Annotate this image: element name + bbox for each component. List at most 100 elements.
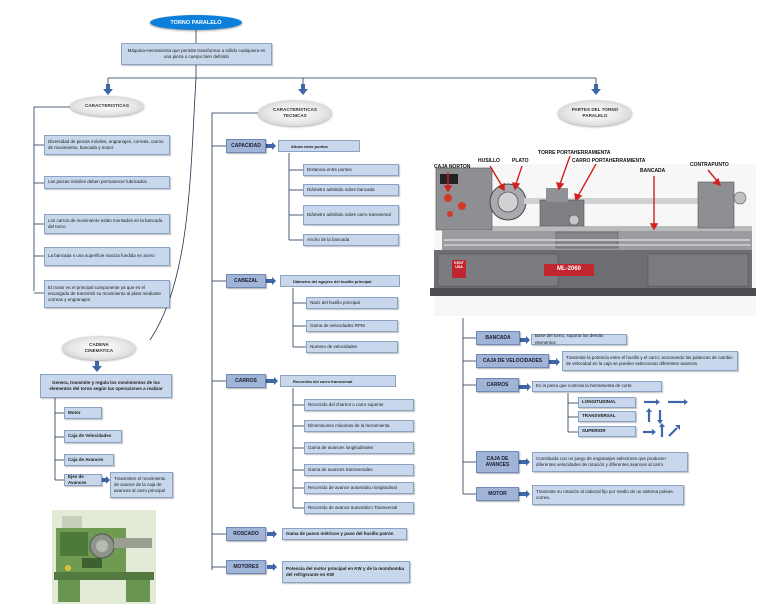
caracteristica-item-5: El motor es el principal componente ya q… <box>44 280 170 308</box>
label-capacidad-text: CAPACIDAD <box>231 143 261 149</box>
label-roscado: ROSCADO <box>226 527 266 541</box>
img-label-plato: PLATO <box>512 158 529 164</box>
cadena-item-text-4: Ejes de Avances <box>68 473 87 485</box>
header-motores-text: Potencia del motor principal en KW y de … <box>286 565 405 577</box>
cadena-title: CADENA CINEMATICA <box>84 342 114 353</box>
parte-label-bancada: BANCADA <box>476 331 520 345</box>
carros-item-6: Recorrido de avance automático Transvers… <box>304 502 414 514</box>
carros-sub-longitudinal-text: LONGITUDINAL <box>582 399 616 405</box>
title-text: TORNO PARALELO <box>170 19 222 26</box>
carros-sub-transversal: TRANSVERSAL <box>578 411 636 422</box>
parte-label-caja-avances: CAJA DE AVANCES <box>476 451 519 473</box>
img-label-bancada: BANCADA <box>640 168 666 174</box>
label-motores-text: MOTORES <box>233 564 259 570</box>
capacidad-item-text-1: Distancia entre puntos <box>307 166 352 172</box>
parte-label-bancada-text: BANCADA <box>485 335 511 341</box>
label-cabezal: CABEZAL <box>226 274 266 288</box>
carros-item-text-4: Gama de avances transversales <box>308 466 373 472</box>
lathe-drawing <box>430 155 756 316</box>
parte-label-motor-text: MOTOR <box>488 491 507 497</box>
cadena-item-text-1: Motor <box>68 409 81 415</box>
cabezal-item-text-1: Nariz del husillo principal <box>310 299 360 305</box>
parte-desc-caja-velocidades: Transmite la potencia entre el husillo y… <box>562 351 738 371</box>
parte-desc-motor-text: Transmite su rotación al cabezal fijo po… <box>536 488 675 500</box>
capacidad-item-3: Diámetro admitido sobre carro transversa… <box>303 205 399 225</box>
tecnicas-oval: CARACTERISTICAS TECNICAS <box>258 100 332 126</box>
parte-desc-caja-velocidades-text: Transmite la potencia entre el husillo y… <box>566 354 733 366</box>
cadena-item-text-2: Caja de Velocidades <box>68 433 112 439</box>
machine-model: ML-2060 <box>556 266 581 272</box>
label-carros: CARROS <box>226 374 266 388</box>
label-cabezal-text: CABEZAL <box>234 278 258 284</box>
lathe-small-drawing <box>52 510 156 604</box>
parte-desc-caja-avances: Constituida con un juego de engranajes s… <box>532 452 688 472</box>
carros-item-text-6: Recorrido de avance automático Transvers… <box>308 504 398 510</box>
caracteristica-text-4: La bancada s una superficie maciza fundi… <box>48 253 155 259</box>
ejes-avances-note-text: Transmiten el movimiento de avance de la… <box>114 475 166 494</box>
cabezal-item-text-3: Numero de velocidades <box>310 343 358 349</box>
img-label-carro-portaherramienta: CARRO PORTAHERRAMIENTA <box>572 158 646 164</box>
cadena-description-text: Genera, transmite y regula los movimient… <box>49 379 163 391</box>
caracteristica-text-1: Diversidad de piezas móviles, engranajes… <box>48 138 164 150</box>
parte-label-carros: CARROS <box>476 378 519 392</box>
caracteristica-item-1: Diversidad de piezas móviles, engranajes… <box>44 135 170 155</box>
header-cabezal: Diámetro del agujero del husillo princip… <box>280 275 400 287</box>
label-roscado-text: ROSCADO <box>233 531 259 537</box>
capacidad-item-1: Distancia entre puntos <box>303 164 399 176</box>
header-cabezal-text: Diámetro del agujero del husillo princip… <box>293 278 372 284</box>
caracteristica-item-4: La bancada s una superficie maciza fundi… <box>44 247 170 266</box>
label-carros-text: CARROS <box>235 378 257 384</box>
definition-box: Máquina-Herramienta que permite transfor… <box>121 43 272 65</box>
lathe-illustration: CAJA NORTON HUSILLO PLATO TORRE PORTAHER… <box>428 142 760 318</box>
capacidad-item-text-4: Ancho de la bancada <box>307 236 350 242</box>
definition-text: Máquina-Herramienta que permite transfor… <box>127 47 266 59</box>
parte-desc-bancada: Base del torno, soporta los demás elemen… <box>531 333 627 345</box>
carros-sub-longitudinal: LONGITUDINAL <box>578 397 636 408</box>
parte-desc-motor: Transmite su rotación al cabezal fijo po… <box>532 485 684 505</box>
caracteristicas-oval: CARACTERISTICAS <box>70 96 144 116</box>
machine-brand: KENT USA <box>454 261 464 269</box>
cabezal-item-2: Gama de velocidades RPM <box>306 320 398 332</box>
img-label-torre: TORRE PORTAHERRAMIENTA <box>538 150 611 156</box>
capacidad-item-text-3: Diámetro admitido sobre carro transversa… <box>307 211 391 217</box>
caracteristica-item-3: Los carros de movimiento están montados … <box>44 214 170 234</box>
carros-item-5: Recorrido de avance automático longitudi… <box>304 482 414 494</box>
parte-label-carros-text: CARROS <box>486 382 509 388</box>
caracteristica-item-2: Las piezas móviles deben permanecer lubr… <box>44 176 170 189</box>
img-label-caja-norton: CAJA NORTON <box>434 164 471 170</box>
carros-item-1: Recorrido del charriot o carro superior <box>304 399 414 411</box>
caracteristica-text-3: Los carros de movimiento están montados … <box>48 217 163 229</box>
label-capacidad: CAPACIDAD <box>226 139 266 153</box>
carros-item-text-5: Recorrido de avance automático longitudi… <box>308 484 397 490</box>
parte-label-caja-velocidades-text: CAJA DE VELOCIDADES <box>482 358 543 364</box>
capacidad-item-4: Ancho de la bancada <box>303 234 399 246</box>
cabezal-item-3: Numero de velocidades <box>306 341 398 353</box>
title-oval: TORNO PARALELO <box>150 15 242 30</box>
carros-item-4: Gama de avances transversales <box>304 464 414 476</box>
header-capacidad-text: Altura entre puntos <box>291 143 328 149</box>
lathe-photo-small <box>52 510 156 604</box>
parte-desc-bancada-text: Base del torno, soporta los demás elemen… <box>535 333 604 345</box>
cadena-item-caja-velocidades: Caja de Velocidades <box>64 430 122 443</box>
capacidad-item-2: Diámetro admitido sobre bancada <box>303 184 399 196</box>
caracteristica-text-5: El motor es el principal componente ya q… <box>48 284 162 303</box>
partes-title: PARTES DEL TORNO PARALELO <box>571 107 619 118</box>
carros-item-text-2: Dimensiones máximas de la herramienta <box>308 422 390 428</box>
cadena-item-motor: Motor <box>64 407 102 419</box>
cadena-oval: CADENA CINEMATICA <box>62 336 136 360</box>
header-carros: Recorrido del carro transversal <box>280 375 396 387</box>
cadena-item-ejes-avances: Ejes de Avances <box>64 474 102 486</box>
caracteristica-text-2: Las piezas móviles deben permanecer lubr… <box>48 179 147 185</box>
carros-item-text-1: Recorrido del charriot o carro superior <box>308 401 384 407</box>
tecnicas-title: CARACTERISTICAS TECNICAS <box>273 107 317 118</box>
header-roscado-text: Gama de pasos métricos y paso del husill… <box>286 530 394 536</box>
partes-oval: PARTES DEL TORNO PARALELO <box>558 100 632 126</box>
parte-desc-carros: Es la pieza que controla la herramienta … <box>532 381 662 392</box>
cadena-description: Genera, transmite y regula los movimient… <box>40 374 172 398</box>
cabezal-item-text-2: Gama de velocidades RPM <box>310 322 365 328</box>
label-motores: MOTORES <box>226 560 266 574</box>
caracteristicas-title: CARACTERISTICAS <box>85 103 129 109</box>
cabezal-item-1: Nariz del husillo principal <box>306 297 398 309</box>
carros-sub-superior-text: SUPERIOR <box>582 428 606 434</box>
